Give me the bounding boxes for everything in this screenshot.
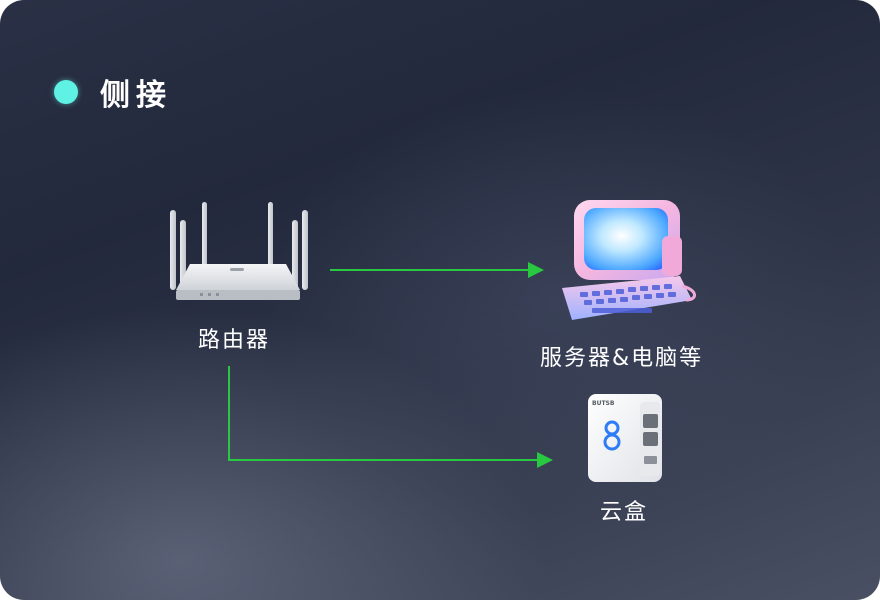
cloudbox-brand-text: BUTSB xyxy=(592,400,615,407)
page-title: 侧接 xyxy=(100,78,172,113)
computer-icon xyxy=(552,196,700,326)
computer-label: 服务器&电脑等 xyxy=(540,346,704,371)
arrowhead-computer xyxy=(528,262,544,278)
arrow-router-to-cloudbox xyxy=(228,366,538,461)
cloudbox-label: 云盒 xyxy=(600,500,649,525)
title-row: 侧接 xyxy=(54,72,172,113)
router-icon xyxy=(160,198,316,306)
cloud-box-icon: BUTSB xyxy=(586,392,664,484)
arrowhead-cloudbox xyxy=(537,452,553,468)
title-bullet-icon xyxy=(54,80,78,104)
router-label: 路由器 xyxy=(198,328,271,353)
